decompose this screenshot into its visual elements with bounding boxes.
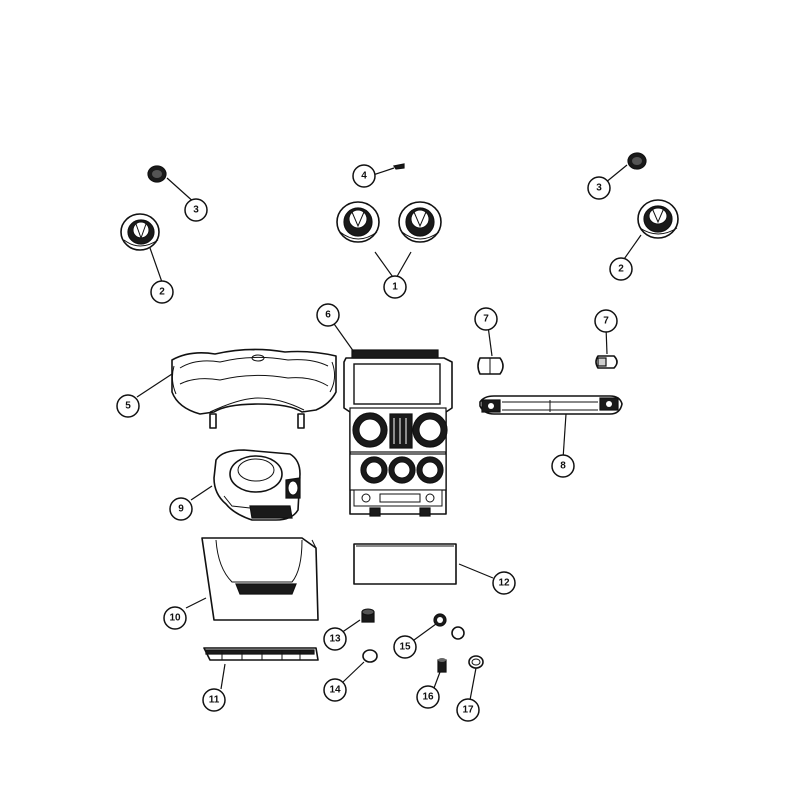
part-5-cluster-bezel [171, 348, 337, 429]
part-3-left-plug [147, 165, 167, 183]
callout-label-3-right: 3 [596, 183, 602, 194]
callout-16: 16 [416, 685, 440, 709]
callout-label-14: 14 [329, 685, 341, 696]
callout-label-12: 12 [498, 578, 510, 589]
part-2-right-vent [637, 199, 679, 239]
part-3-right-plug [627, 152, 647, 170]
part-16-plug [437, 658, 447, 673]
callout-label-1: 1 [392, 282, 398, 293]
callout-6: 6 [316, 303, 340, 327]
part-15-switch [433, 613, 465, 640]
part-2-left-vent [120, 213, 160, 251]
callout-11: 11 [202, 688, 226, 712]
callout-17: 17 [456, 698, 480, 722]
part-11-switch-bank [203, 647, 319, 661]
callout-label-8: 8 [560, 461, 566, 472]
callout-label-7-right: 7 [603, 316, 609, 327]
part-10-lower-bezel [201, 537, 319, 621]
callout-label-11: 11 [209, 695, 220, 706]
callout-7-left: 7 [474, 307, 498, 331]
callout-label-6: 6 [325, 310, 331, 321]
part-4-clip [393, 163, 405, 170]
callout-7-right: 7 [594, 309, 618, 333]
callout-3-left: 3 [184, 198, 208, 222]
callout-2-right: 2 [609, 257, 633, 281]
callout-13: 13 [323, 627, 347, 651]
part-12-panel [353, 543, 457, 585]
callout-label-7-left: 7 [483, 314, 489, 325]
part-13-knob [361, 608, 375, 623]
part-7-left-cap [477, 357, 504, 375]
callout-1: 1 [383, 275, 407, 299]
callout-label-13: 13 [329, 634, 341, 645]
part-9-column-cover [213, 449, 301, 521]
callout-4: 4 [352, 164, 376, 188]
callout-label-5: 5 [125, 401, 131, 412]
part-6-center-stack [343, 349, 453, 517]
callout-label-3-left: 3 [193, 205, 199, 216]
callout-label-17: 17 [462, 705, 474, 716]
part-1-center-vent-left [336, 201, 380, 243]
callout-8: 8 [551, 454, 575, 478]
callout-label-15: 15 [399, 642, 411, 653]
callout-12: 12 [492, 571, 516, 595]
callout-label-2-right: 2 [618, 264, 624, 275]
part-17-ring [468, 655, 484, 669]
callout-label-2-left: 2 [159, 287, 165, 298]
part-7-right-cap [595, 355, 618, 369]
part-8-grab-handle [479, 395, 623, 415]
callout-label-9: 9 [178, 504, 184, 515]
callout-14: 14 [323, 678, 347, 702]
callout-label-16: 16 [422, 692, 434, 703]
callout-15: 15 [393, 635, 417, 659]
callout-label-4: 4 [361, 171, 367, 182]
callout-5: 5 [116, 394, 140, 418]
part-14-cap [362, 649, 378, 663]
callout-label-10: 10 [169, 613, 181, 624]
callout-10: 10 [163, 606, 187, 630]
callout-9: 9 [169, 497, 193, 521]
callout-2-left: 2 [150, 280, 174, 304]
leader-lines [136, 164, 642, 701]
callout-3-right: 3 [587, 176, 611, 200]
part-1-center-vent-right [398, 201, 442, 243]
